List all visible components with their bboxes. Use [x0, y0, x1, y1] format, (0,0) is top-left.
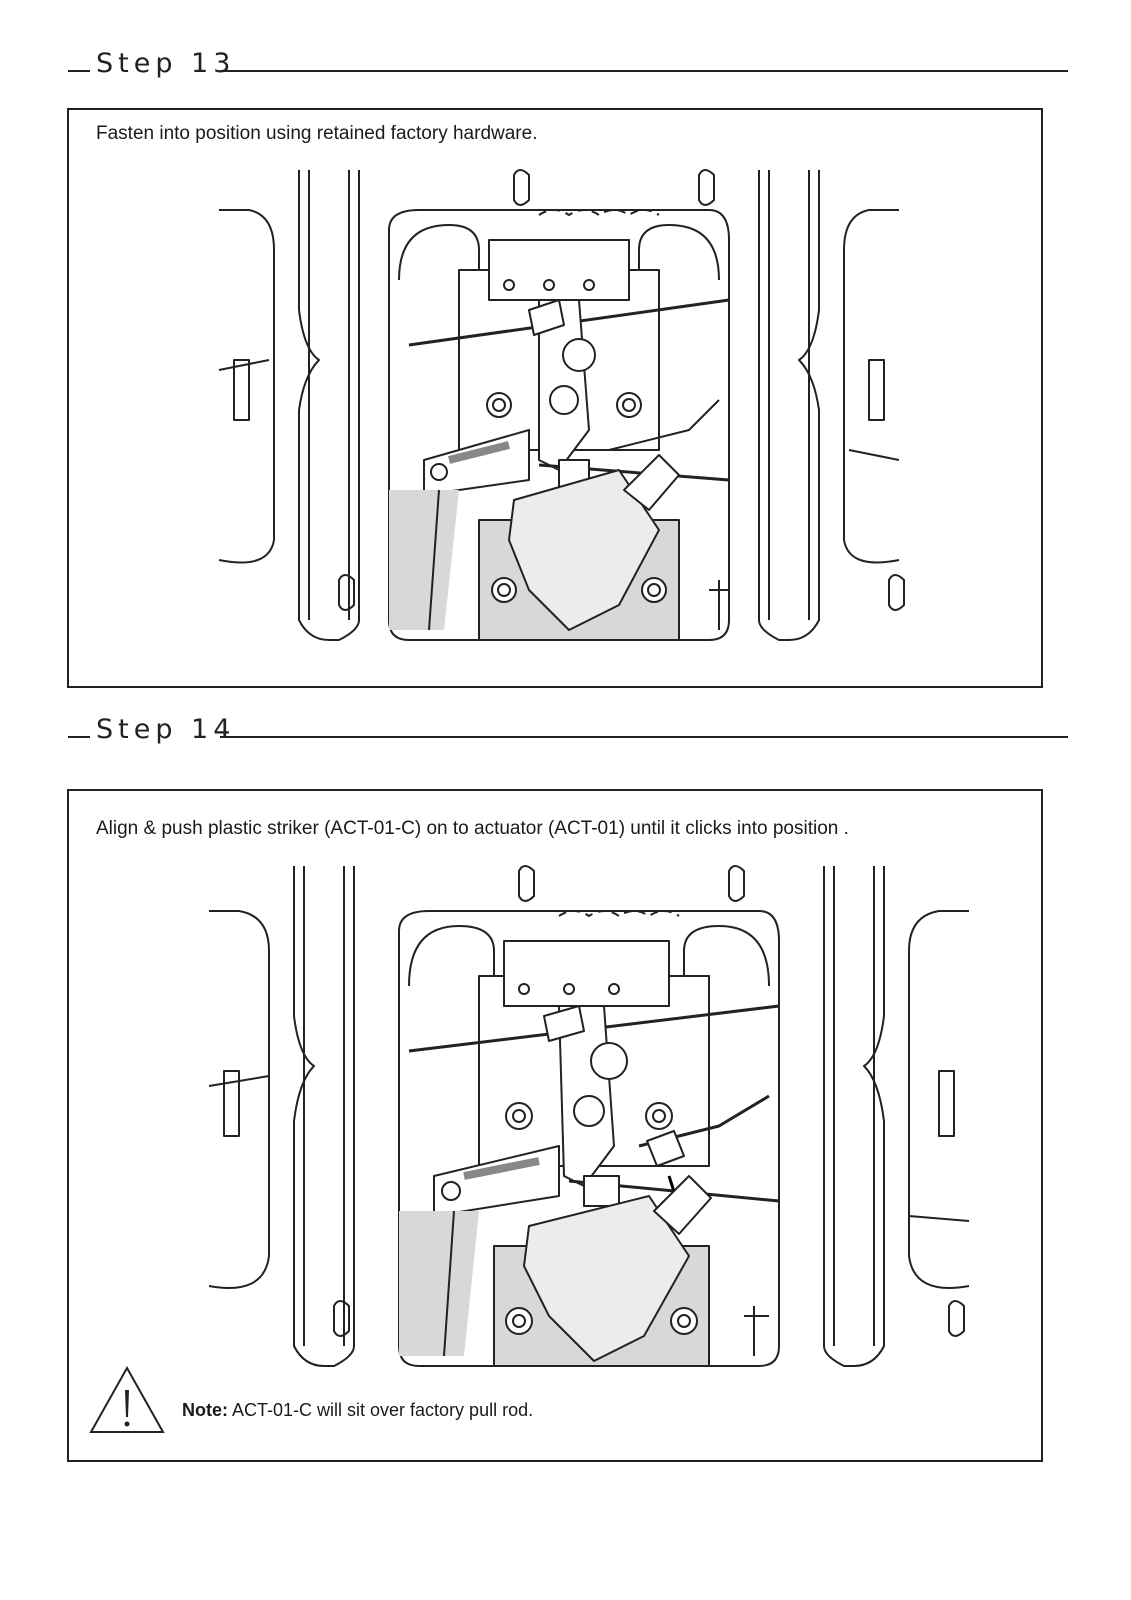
note-body: ACT-01-C will sit over factory pull rod. — [228, 1400, 534, 1420]
step-14-heading: Step 14 — [68, 706, 1068, 746]
step-14-panel: Align & push plastic striker (ACT-01-C) … — [67, 789, 1043, 1462]
step-13-panel: Fasten into position using retained fact… — [67, 108, 1043, 688]
step-14-note: Note: ACT-01-C will sit over factory pul… — [87, 1362, 687, 1442]
step-13-caption: Fasten into position using retained fact… — [96, 123, 538, 144]
step-13-illustration — [218, 169, 905, 641]
heading-lead-line — [68, 736, 90, 738]
heading-rule — [220, 736, 1068, 738]
warning-triangle-icon — [89, 1365, 165, 1433]
step-14-caption: Align & push plastic striker (ACT-01-C) … — [96, 818, 849, 839]
step-14-illustration — [208, 865, 970, 1367]
heading-rule — [220, 70, 1068, 72]
heading-lead-line — [68, 70, 90, 72]
note-label: Note: — [182, 1400, 228, 1420]
step-13-title: Step 13 — [96, 48, 236, 79]
step-13-heading: Step 13 — [68, 40, 1068, 80]
note-text: Note: ACT-01-C will sit over factory pul… — [182, 1400, 533, 1421]
step-14-title: Step 14 — [96, 714, 236, 745]
